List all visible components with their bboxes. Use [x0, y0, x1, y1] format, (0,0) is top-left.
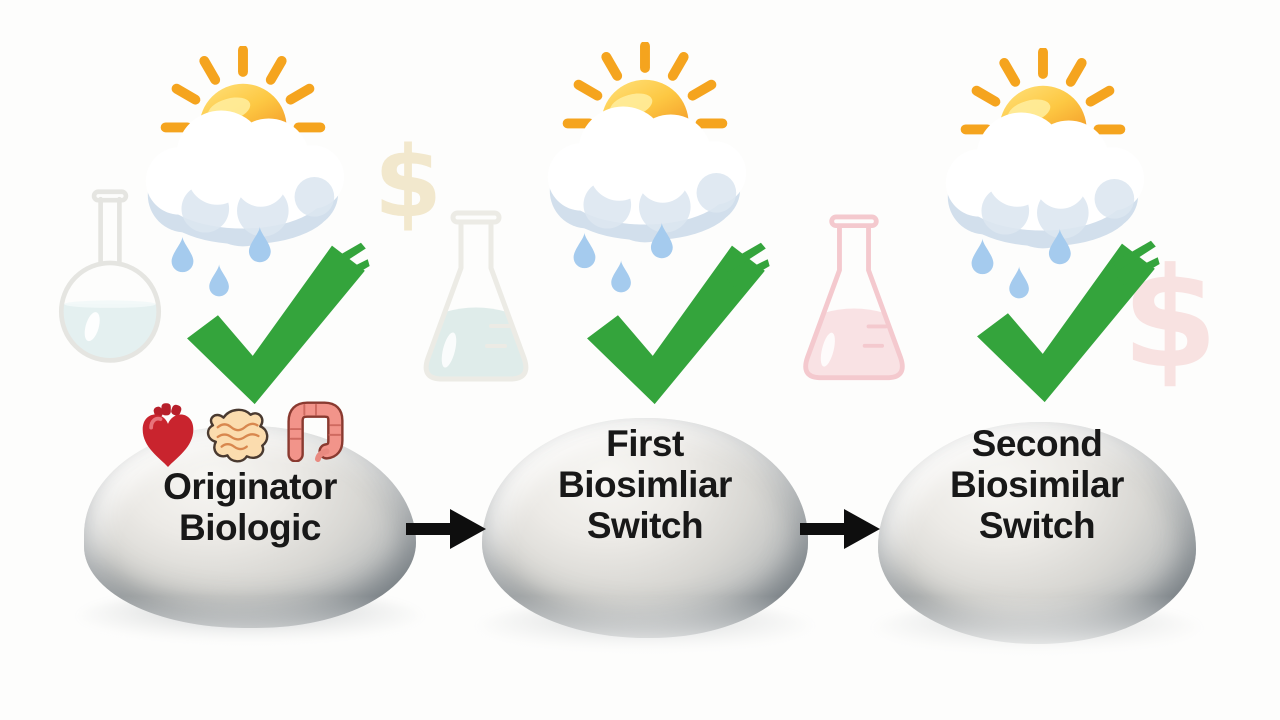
green-checkmark-icon [576, 236, 772, 408]
green-checkmark-icon [966, 234, 1162, 406]
stone-label-line: First [606, 423, 684, 464]
stone-label-line: Originator [163, 466, 337, 507]
large-intestine-icon [283, 400, 347, 462]
stone-label-line: Biosimilar [950, 464, 1124, 505]
stepping-stone-originator-biologic [84, 426, 416, 628]
dollar-sign-icon: $ [373, 126, 443, 240]
heart-icon [138, 400, 198, 472]
stone-label-line: Biosimliar [558, 464, 732, 505]
arrow-right-icon [800, 504, 880, 554]
stone-label-line: Switch [586, 505, 704, 546]
stone-label-line: Switch [978, 505, 1096, 546]
small-intestine-icon [204, 406, 276, 466]
erlenmeyer-flask-icon [790, 214, 918, 400]
stone-label-line: Second [971, 423, 1103, 464]
stone-label-first-biosimilar-switch: First Biosimliar Switch [482, 423, 808, 546]
arrow-right-icon [406, 504, 486, 554]
stone-label-originator-biologic: Originator Biologic [84, 466, 416, 548]
stone-label-second-biosimilar-switch: Second Biosimilar Switch [878, 423, 1196, 546]
stone-label-line: Biologic [179, 507, 321, 548]
green-checkmark-icon [176, 236, 372, 408]
